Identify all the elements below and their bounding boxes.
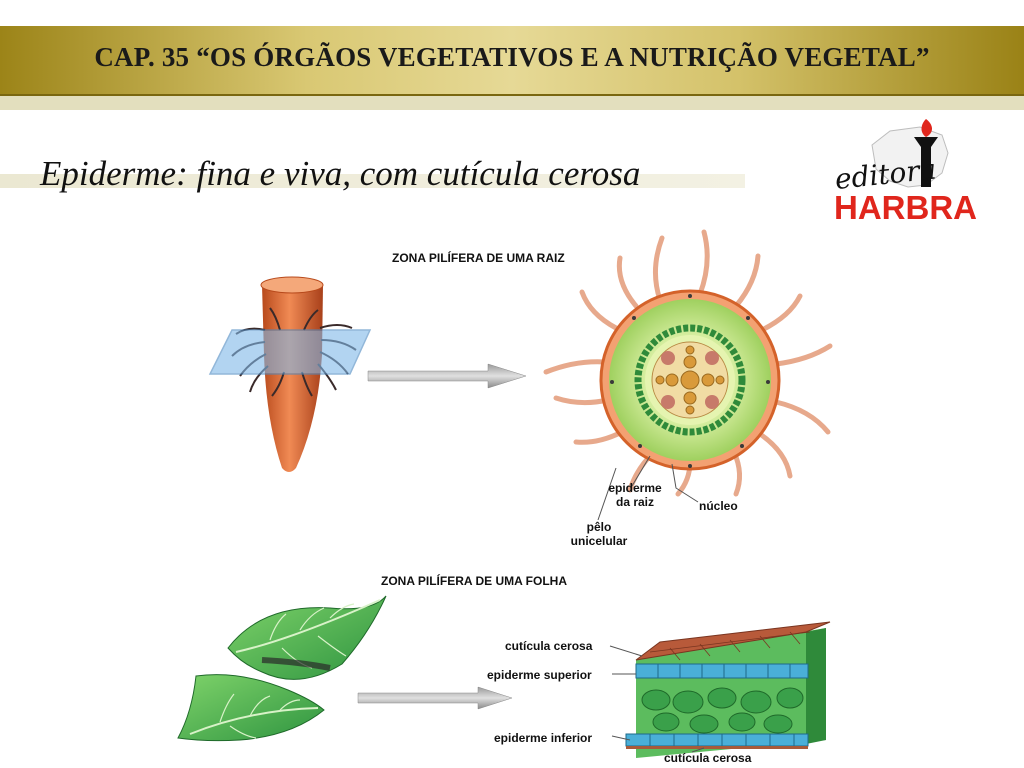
slide-subtitle: Epiderme: fina e viva, com cutícula cero… [40, 154, 641, 193]
leaf-illustration [177, 595, 387, 742]
torch-handle-icon [921, 143, 931, 187]
label-pelo-unicelular: pêlo unicelular [570, 520, 628, 548]
label-cuticula-superior: cutícula cerosa [505, 639, 593, 653]
xylem-cross [655, 345, 725, 415]
editora-harbra-logo: editora HARBRA [830, 115, 995, 227]
label-epiderme-inferior: epiderme inferior [494, 731, 593, 745]
leaf-diagram-title: ZONA PILÍFERA DE UMA FOLHA [381, 574, 567, 588]
leaf-pointer-lines [609, 645, 705, 753]
root-illustration [208, 276, 372, 472]
header-bar: CAP. 35 “OS ÓRGÃOS VEGETATIVOS E A NUTRI… [0, 26, 1024, 96]
cutting-plane [208, 329, 372, 375]
root-pointer-lines [597, 455, 699, 521]
torch-cup-icon [914, 137, 938, 147]
root-cut-top [260, 276, 324, 294]
label-epiderme-raiz: epiderme da raiz [608, 481, 662, 509]
leaf-cross-section [625, 621, 831, 758]
logo-graphic: editora HARBRA [833, 119, 977, 226]
arrow-leaf-to-section [357, 686, 513, 710]
root-cross-section [543, 229, 833, 497]
header-band [0, 96, 1024, 110]
lower-epidermis-layer [625, 733, 809, 747]
palisade-cells [641, 687, 804, 734]
root-diagram-title: ZONA PILÍFERA DE UMA RAIZ [392, 251, 565, 265]
upper-epidermis-layer [635, 663, 809, 679]
root-endodermis [634, 324, 746, 436]
arrow-root-to-section [367, 363, 527, 389]
label-nucleo: núcleo [699, 499, 738, 513]
cuticle-top-surface [635, 621, 831, 661]
root-hair-cells [543, 229, 833, 497]
epidermis-nuclei [610, 294, 770, 468]
leaf-lower [177, 674, 325, 742]
subtitle-band [0, 174, 745, 188]
label-epiderme-superior: epiderme superior [487, 668, 592, 682]
leaf-cut-edge [261, 657, 331, 671]
torch-flame-icon [921, 119, 932, 137]
page-title: CAP. 35 “OS ÓRGÃOS VEGETATIVOS E A NUTRI… [94, 42, 930, 72]
label-cuticula-inferior: cutícula cerosa [664, 751, 752, 765]
phloem-groups [661, 351, 719, 409]
logo-brand-text: HARBRA [834, 189, 977, 226]
cuticle-bottom-layer [626, 746, 808, 749]
